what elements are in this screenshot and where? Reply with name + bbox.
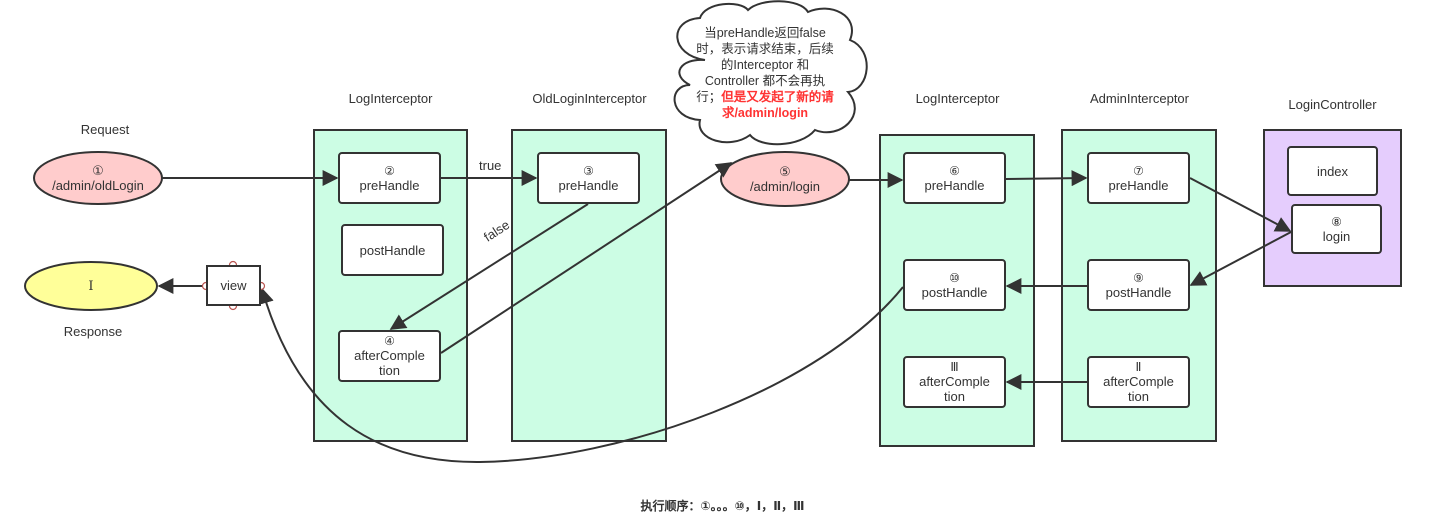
response-ellipse[interactable] <box>24 261 158 311</box>
note-line: 的Interceptor 和 <box>720 58 810 72</box>
note-text: 行； <box>696 90 722 104</box>
node-log2-prehandle[interactable]: ⑥ preHandle <box>903 152 1006 204</box>
lane-title-login-controller: LoginController <box>1288 97 1377 112</box>
note-line: 行；但是又发起了新的请 <box>690 89 840 105</box>
cloud-note: 当preHandle返回false 时，表示请求结束，后续 的Intercept… <box>690 25 840 121</box>
note-highlight: 求/admin/login <box>721 106 809 120</box>
node-label: postHandle <box>921 284 988 300</box>
request-path: /admin/oldLogin <box>52 178 144 193</box>
response-title: Response <box>63 324 123 339</box>
lane-title-log-interceptor-1: LogInterceptor <box>348 91 433 106</box>
step-number: ⑨ <box>1133 270 1144 285</box>
node-controller-index[interactable]: index <box>1287 146 1378 196</box>
step-number: ⑥ <box>949 163 960 178</box>
node-controller-login[interactable]: ⑧ login <box>1291 204 1382 254</box>
step-number: ⑩ <box>949 270 960 285</box>
note-line: 当preHandle返回false <box>704 26 826 40</box>
node-log1-prehandle[interactable]: ② preHandle <box>338 152 441 204</box>
step-number: I <box>88 278 94 294</box>
node-label-cont: tion <box>944 389 965 404</box>
node-label: login <box>1322 228 1351 244</box>
request-ellipse-text: ① /admin/oldLogin <box>34 152 162 204</box>
node-label: postHandle <box>1105 284 1172 300</box>
node-label: preHandle <box>924 177 985 193</box>
step-number: ② <box>384 163 395 178</box>
view-node[interactable]: view <box>206 265 261 306</box>
node-admin-aftercompletion[interactable]: Ⅱ afterComple tion <box>1087 356 1190 408</box>
note-line: 时，表示请求结束，后续 <box>696 42 834 56</box>
view-label: view <box>220 278 247 293</box>
request-title: Request <box>80 122 130 137</box>
execution-order-note: 执行顺序：①。。。⑩，Ⅰ，Ⅱ，Ⅲ <box>640 499 805 513</box>
node-admin-prehandle[interactable]: ⑦ preHandle <box>1087 152 1190 204</box>
note-line: Controller 都不会再执 <box>704 74 826 88</box>
response-ellipse-text: I <box>25 262 157 310</box>
step-number: ⑤ <box>779 164 791 179</box>
node-log2-posthandle[interactable]: ⑩ postHandle <box>903 259 1006 311</box>
node-label: afterComple <box>1103 374 1174 389</box>
node-label: index <box>1316 163 1349 179</box>
node-label: afterComple <box>919 374 990 389</box>
edge-label-true: true <box>479 158 502 173</box>
lane-title-old-login-interceptor: OldLoginInterceptor <box>532 91 647 106</box>
node-admin-posthandle[interactable]: ⑨ postHandle <box>1087 259 1190 311</box>
step-number: ① <box>92 163 104 178</box>
step-number: ⑧ <box>1331 214 1342 229</box>
redirect-path: /admin/login <box>749 179 821 194</box>
node-log2-aftercompletion[interactable]: Ⅲ afterComple tion <box>903 356 1006 408</box>
step-number: Ⅲ <box>950 360 959 374</box>
cloud-note-shape <box>673 0 868 146</box>
lane-title-log-interceptor-2: LogInterceptor <box>915 91 1000 106</box>
node-label: preHandle <box>359 177 420 193</box>
step-number: ⑦ <box>1133 163 1144 178</box>
lane-title-admin-interceptor: AdminInterceptor <box>1090 91 1189 106</box>
node-label-cont: tion <box>1128 389 1149 404</box>
node-label: preHandle <box>1108 177 1169 193</box>
note-highlight: 但是又发起了新的请 <box>721 90 834 104</box>
redirect-ellipse-text: ⑤ /admin/login <box>721 152 849 206</box>
step-number: Ⅱ <box>1135 360 1142 374</box>
